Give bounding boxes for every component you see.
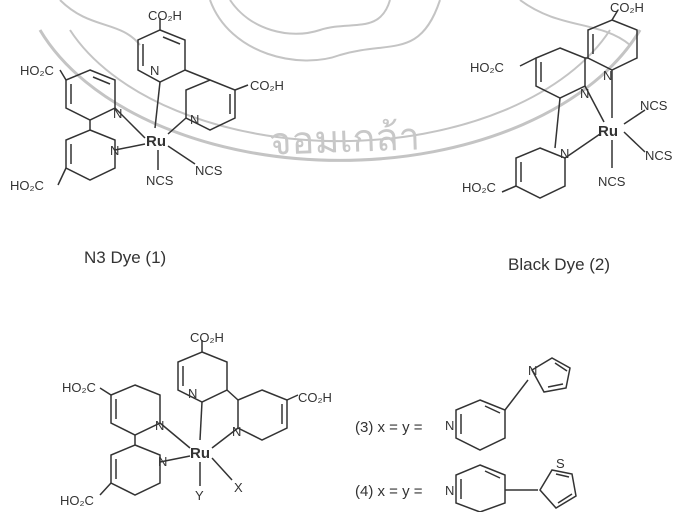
black-ho2c-left-label: HO₂C	[470, 60, 504, 75]
black-n-atom-left: N	[580, 86, 589, 101]
black-caption: Black Dye (2)	[508, 255, 610, 274]
variant-3-n-ring: N	[445, 418, 454, 433]
black-ncs-3-label: NCS	[598, 174, 626, 189]
n3-co2h-right-label: CO₂H	[250, 78, 284, 93]
n3-ncs-right-label: NCS	[195, 163, 223, 178]
n3-ncs-bottom-label: NCS	[146, 173, 174, 188]
black-ncs-1-label: NCS	[640, 98, 668, 113]
complex-n-atom-left: N	[155, 418, 164, 433]
complex-n-atom-lower: N	[158, 454, 167, 469]
black-ru-label: Ru	[598, 123, 618, 140]
n3-n-atom-lower: N	[110, 143, 119, 158]
n3-ho2c-left-label: HO₂C	[20, 63, 54, 78]
variant-4-ligand	[455, 464, 577, 512]
variant-3-n-pyrrole: N	[528, 363, 537, 378]
black-n-atom-top: N	[603, 68, 612, 83]
complex-co2h-top-label: CO₂H	[190, 330, 224, 345]
complex-ho2c-left-label: HO₂C	[62, 380, 96, 395]
n3-ho2c-bottom-label: HO₂C	[10, 178, 44, 193]
variant-4-s-atom: S	[556, 456, 565, 471]
n3-co2h-top-label: CO₂H	[148, 8, 182, 23]
black-ncs-2-label: NCS	[645, 148, 673, 163]
watermark: จอมเกล้า	[38, 0, 642, 164]
n3-n-atom-left: N	[113, 106, 122, 121]
variant-3-ligand	[455, 357, 571, 451]
black-n-atom-lower: N	[560, 146, 569, 161]
complex-co2h-right-label: CO₂H	[298, 390, 332, 405]
variant-3-label: (3) x = y =	[355, 419, 423, 436]
n3-dye-structure	[57, 18, 249, 186]
complex-structure	[99, 340, 299, 496]
n3-n-atom-top: N	[150, 63, 159, 78]
complex-n-atom-right: N	[232, 424, 241, 439]
complex-x-label: X	[234, 480, 243, 495]
black-dye-structure	[501, 9, 646, 199]
n3-caption: N3 Dye (1)	[84, 248, 166, 267]
black-co2h-top-label: CO₂H	[610, 0, 644, 15]
variant-4-label: (4) x = y =	[355, 483, 423, 500]
n3-ru-label: Ru	[146, 133, 166, 150]
black-ho2c-bottom-label: HO₂C	[462, 180, 496, 195]
n3-n-atom-right: N	[190, 112, 199, 127]
watermark-text: จอมเกล้า	[268, 114, 420, 163]
variant-4-n-ring: N	[445, 483, 454, 498]
complex-y-label: Y	[195, 488, 204, 503]
complex-ho2c-bottom-label: HO₂C	[60, 493, 94, 508]
complex-n-atom-top: N	[188, 386, 197, 401]
complex-ru-label: Ru	[190, 445, 210, 462]
